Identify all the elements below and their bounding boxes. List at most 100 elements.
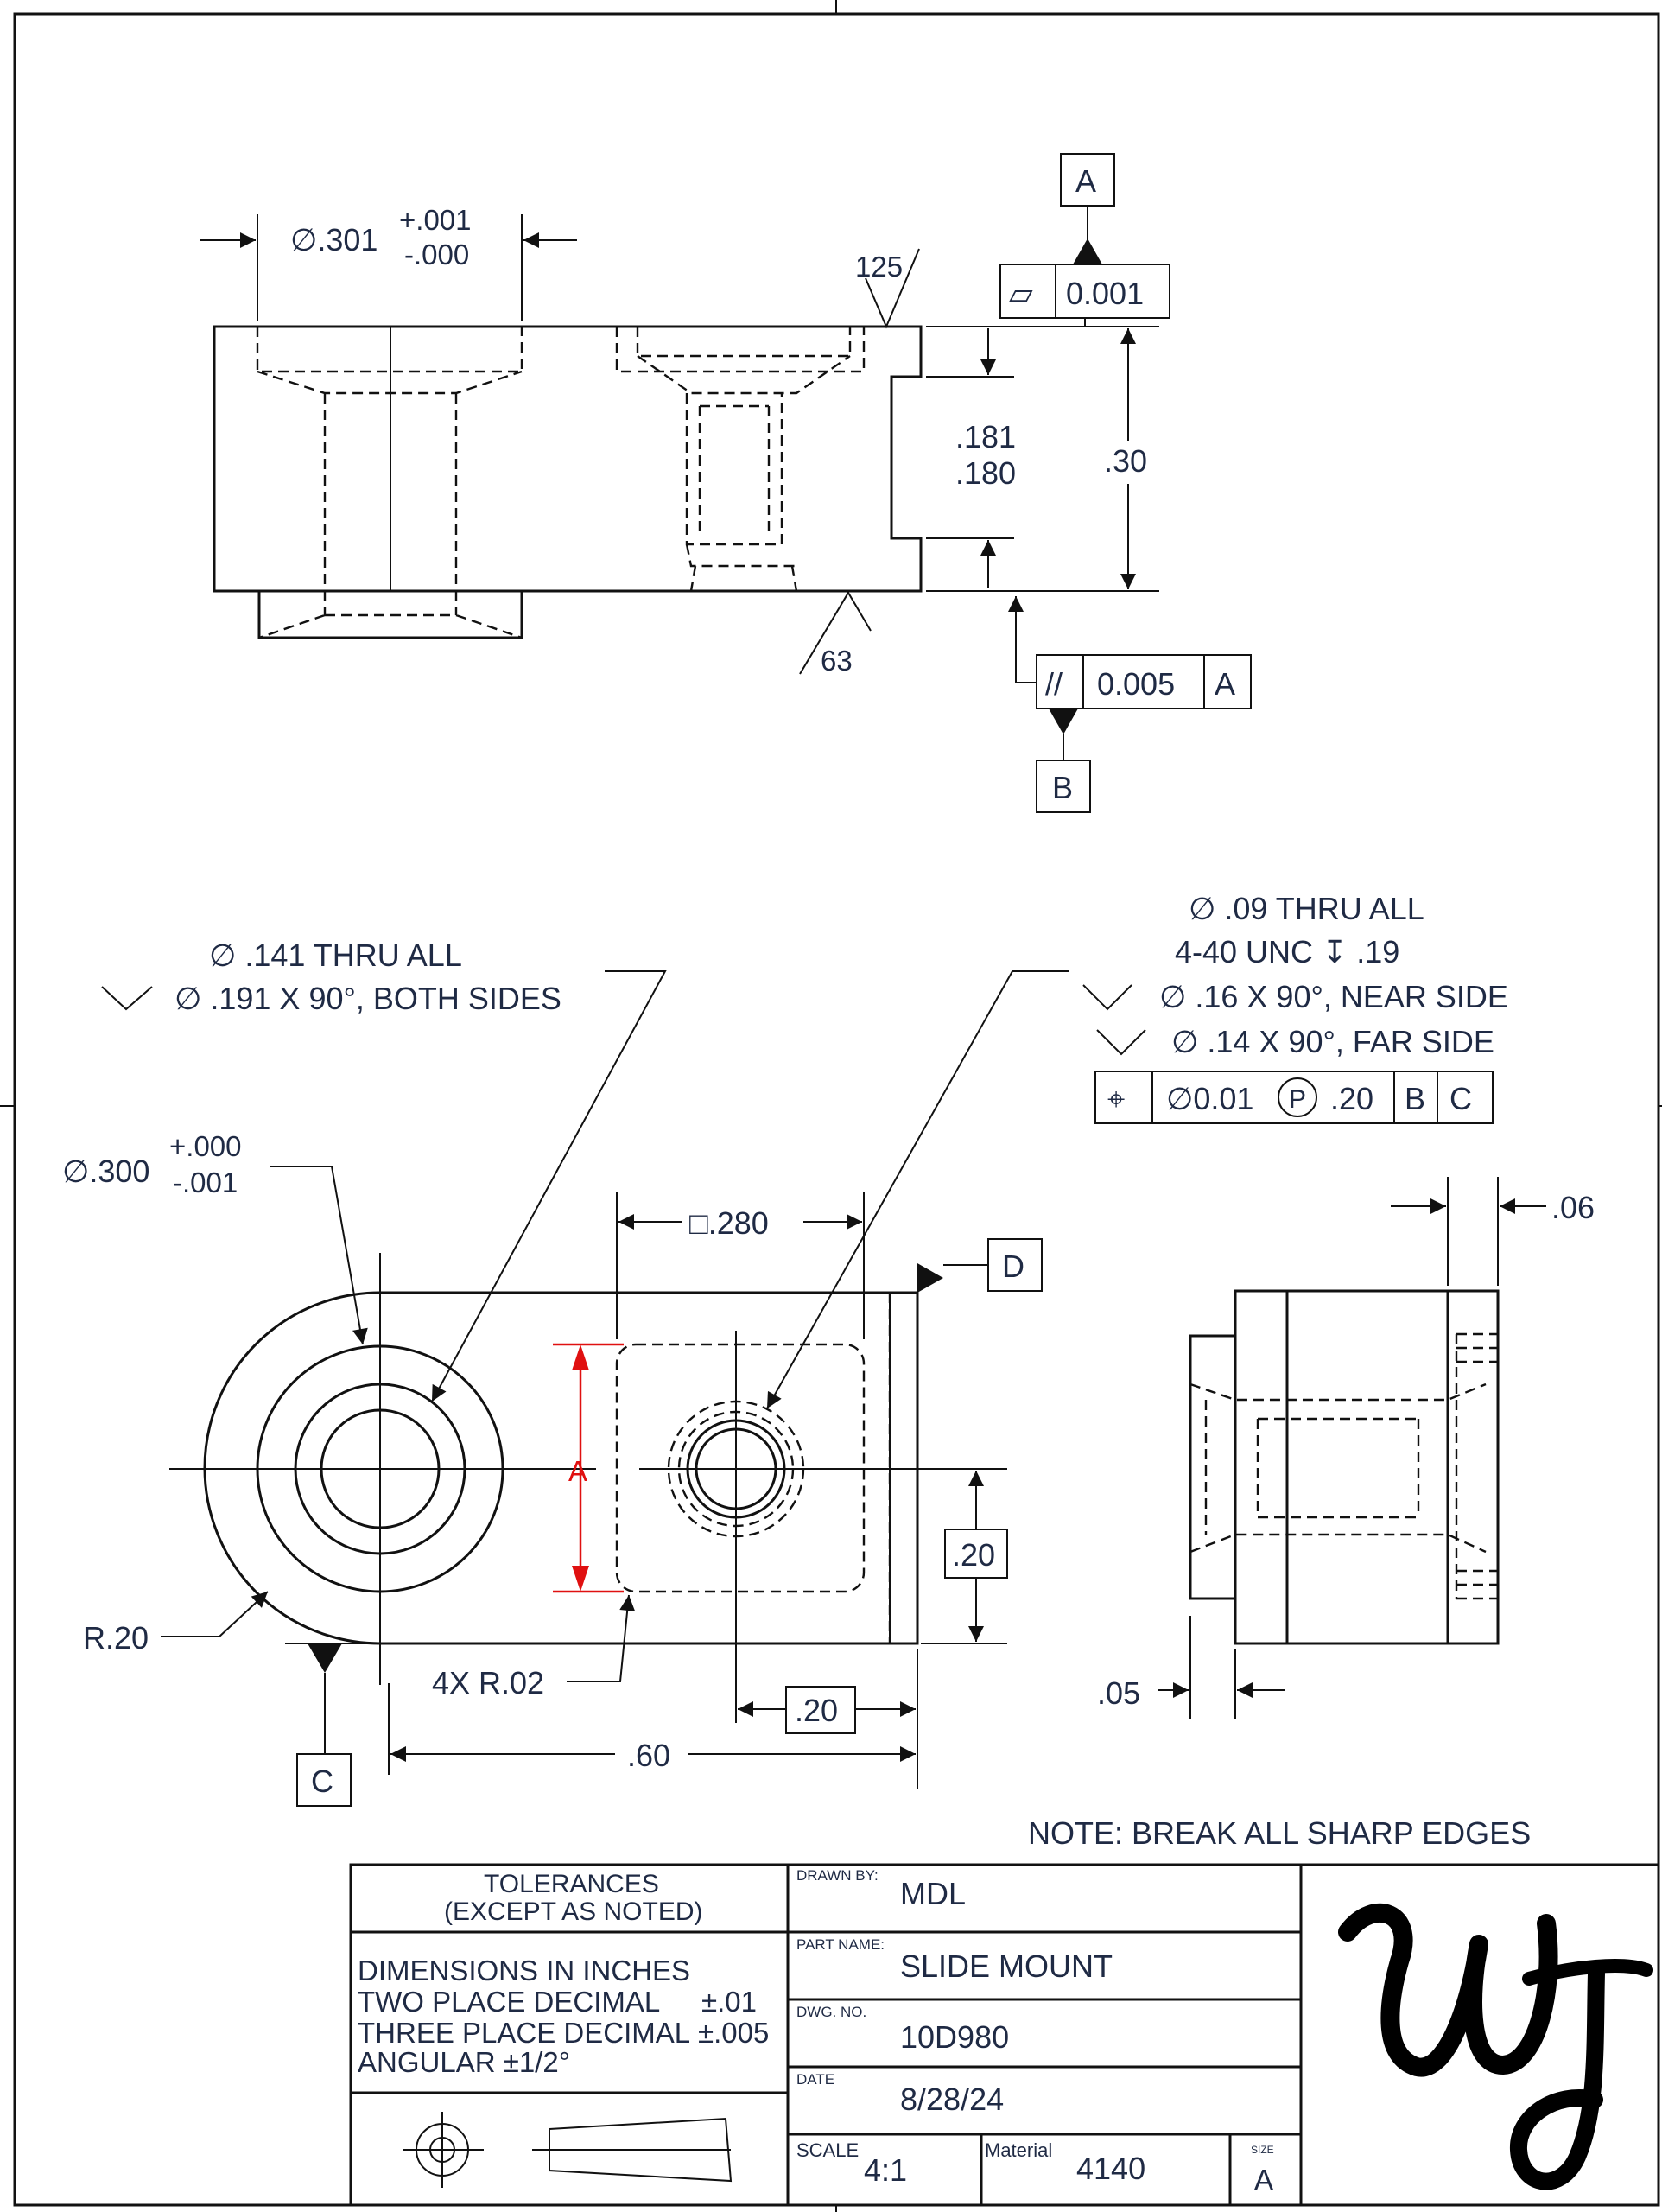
hole-tol-plus: +.001 <box>399 204 472 236</box>
position-modifier: P <box>1289 1085 1306 1114</box>
two-place-tol: ±.01 <box>701 1986 757 2018</box>
hole-tol-minus: -.000 <box>404 238 469 270</box>
corner-radius-leader <box>567 1594 636 1682</box>
drawn-by-label: DRAWN BY: <box>796 1867 879 1884</box>
radius-leader <box>161 1591 269 1637</box>
dwg-no-label: DWG. NO. <box>796 2004 866 2020</box>
finish-symbol-bottom <box>799 591 872 675</box>
datum-b-label: B <box>1052 770 1073 805</box>
height-label: .30 <box>1104 443 1147 479</box>
size-value: A <box>1254 2164 1273 2196</box>
basic-v-box <box>944 1529 1008 1579</box>
boss-tol-minus: -.001 <box>173 1166 238 1198</box>
datum-a-label: A <box>1075 163 1096 199</box>
angular-tol: ANGULAR ±1/2° <box>358 2046 570 2078</box>
datum-b-box <box>1036 760 1091 813</box>
left-hole-hidden <box>256 327 523 639</box>
datum-c-box <box>296 1753 352 1807</box>
red-arrow-bottom <box>572 1566 589 1592</box>
third-angle-projection-icon <box>403 2112 733 2188</box>
parallel-frame <box>1036 654 1252 709</box>
right-callout-line1: ∅ .09 THRU ALL <box>1189 891 1424 926</box>
position-ref-b: B <box>1405 1081 1425 1116</box>
drawn-by-value: MDL <box>900 1876 966 1911</box>
top-view-outline <box>213 325 923 593</box>
left-callout-leader <box>431 970 667 1402</box>
side-view: .06 .05 <box>1097 1177 1595 1719</box>
front-view-outline <box>203 1291 919 1645</box>
square-dim-label: □.280 <box>689 1205 769 1241</box>
title-block-frame <box>349 1863 1660 2207</box>
flatness-value: 0.001 <box>1066 276 1144 311</box>
date-value: 8/28/24 <box>900 2082 1004 2117</box>
parallel-ref: A <box>1215 666 1235 702</box>
basic-h-box <box>785 1686 856 1734</box>
datum-d-triangle <box>917 1263 943 1293</box>
side-view-boss <box>1189 1334 1235 1600</box>
side-view-hidden-tap <box>1455 1332 1498 1600</box>
part-name-value: SLIDE MOUNT <box>900 1948 1113 1984</box>
datum-a-triangle <box>1073 238 1102 264</box>
front-view: ∅ .141 THRU ALL ∅ .191 X 90°, BOTH SIDES… <box>62 891 1508 1807</box>
countersink-symbol-near <box>1082 984 1132 1011</box>
position-frame <box>1094 1071 1494 1124</box>
radius-label: R.20 <box>83 1620 149 1656</box>
tolerances-title: TOLERANCES <box>484 1870 659 1898</box>
position-value: ∅0.01 <box>1166 1081 1253 1116</box>
datum-c-triangle <box>308 1643 342 1673</box>
left-callout-line1: ∅ .141 THRU ALL <box>209 938 462 973</box>
part-name-label: PART NAME: <box>796 1936 885 1953</box>
boss-dia-label: ∅.300 <box>62 1154 149 1189</box>
material-value: 4140 <box>1076 2151 1145 2186</box>
position-symbol: ⌖ <box>1107 1081 1125 1116</box>
dwg-no-value: 10D980 <box>900 2019 1009 2055</box>
mid-hole-hidden <box>615 327 866 592</box>
date-label: DATE <box>796 2071 834 2088</box>
projected-zone-circle <box>1278 1077 1317 1117</box>
left-callout-line2: ∅ .191 X 90°, BOTH SIDES <box>174 981 561 1016</box>
flatness-symbol: ▱ <box>1009 276 1033 311</box>
wj-logo <box>1338 1903 1653 2190</box>
three-place: THREE PLACE DECIMAL <box>358 2017 690 2049</box>
general-note: NOTE: BREAK ALL SHARP EDGES <box>1028 1815 1531 1851</box>
side-view-body <box>1234 1289 1500 1645</box>
overall-label: .60 <box>627 1738 670 1773</box>
hole-dia-label: ∅.301 <box>290 222 377 257</box>
datum-b-triangle <box>1049 709 1078 734</box>
slot-lower-label: .180 <box>955 455 1016 491</box>
side-bottom-label: .05 <box>1097 1675 1140 1711</box>
tolerances-subtitle: (EXCEPT AS NOTED) <box>444 1897 703 1926</box>
boss-tol-plus: +.000 <box>169 1130 242 1162</box>
datum-d-label: D <box>1002 1249 1024 1284</box>
red-datum-a-label: A <box>568 1455 587 1487</box>
parallel-symbol: // <box>1045 666 1063 702</box>
parallel-value: 0.005 <box>1097 666 1175 702</box>
right-callout-line2: 4-40 UNC ↧ .19 <box>1175 934 1399 969</box>
scale-label: SCALE <box>796 2139 859 2161</box>
size-label: SIZE <box>1251 2144 1274 2156</box>
side-top-label: .06 <box>1551 1190 1595 1225</box>
datum-d-box <box>987 1238 1043 1292</box>
slot-upper-label: .181 <box>955 419 1016 454</box>
finish-top-label: 125 <box>855 251 903 283</box>
square-pocket-hidden <box>615 1343 866 1593</box>
title-block: TOLERANCES (EXCEPT AS NOTED) DIMENSIONS … <box>349 1863 1660 2207</box>
top-view: ∅.301 +.001 -.000 125 63 A ▱ 0.001 .181 … <box>200 153 1252 813</box>
countersink-symbol-left <box>101 986 153 1011</box>
position-projection: .20 <box>1330 1081 1373 1116</box>
scale-value: 4:1 <box>864 2152 907 2188</box>
two-place: TWO PLACE DECIMAL <box>358 1986 660 2018</box>
basic-h-label: .20 <box>795 1693 838 1728</box>
right-callout-line4: ∅ .14 X 90°, FAR SIDE <box>1171 1024 1494 1059</box>
side-view-hidden-bore <box>1189 1382 1487 1554</box>
basic-v-label: .20 <box>952 1537 995 1573</box>
datum-c-label: C <box>311 1764 333 1799</box>
boss-dia-leader <box>270 1166 368 1345</box>
right-callout-line3: ∅ .16 X 90°, NEAR SIDE <box>1159 979 1508 1014</box>
dim-units: DIMENSIONS IN INCHES <box>358 1955 690 1986</box>
countersink-symbol-far <box>1096 1029 1146 1056</box>
finish-bottom-label: 63 <box>821 645 853 677</box>
position-ref-c: C <box>1449 1081 1472 1116</box>
red-arrow-top <box>572 1344 589 1370</box>
